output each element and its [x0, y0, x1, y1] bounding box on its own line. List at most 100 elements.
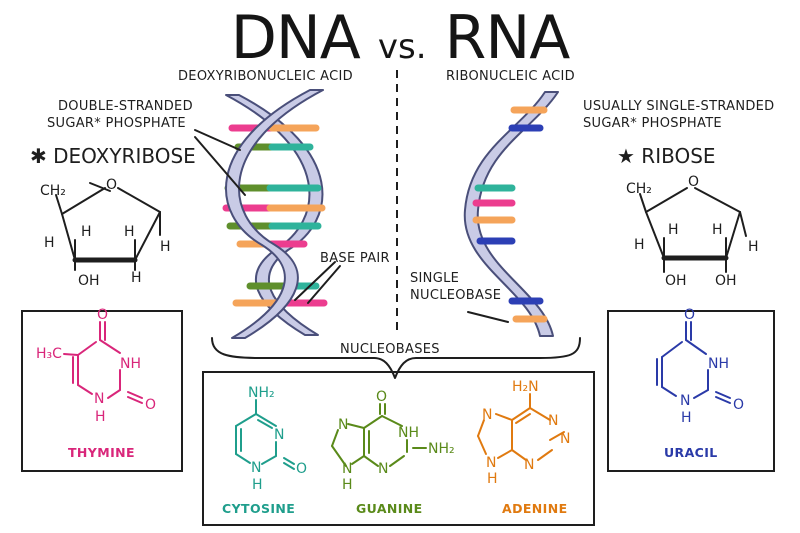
asterisk-icon: ✱ [30, 144, 47, 168]
bond [515, 413, 531, 424]
callout-lines [194, 129, 509, 323]
bond [549, 431, 565, 441]
adenine-name: ADENINE [502, 501, 568, 516]
adenine-n: N [548, 413, 559, 429]
adenine-structure [477, 393, 565, 461]
thymine-methyl: H₃C [36, 346, 62, 362]
cytosine-h: H [252, 477, 263, 493]
rna-backbone [463, 91, 559, 337]
rna-strand-note-line2: SUGAR* PHOSPHATE [583, 116, 722, 131]
deoxyribose-h: H [124, 224, 135, 240]
deoxyribose-ch2: CH₂ [40, 183, 66, 199]
bond [77, 341, 97, 356]
bond [363, 415, 383, 429]
bond [661, 341, 683, 358]
base-pair-pointer [294, 261, 336, 301]
single-nucleobase-label-line1: SINGLE [410, 271, 460, 286]
ribose-oh: OH [665, 273, 687, 289]
guanine-amine: NH₂ [428, 441, 455, 457]
star-icon: ★ [617, 144, 635, 168]
bond [497, 449, 513, 459]
bond [331, 445, 347, 467]
uracil-oxygen: O [733, 397, 745, 413]
thymine-n: N [94, 391, 105, 407]
deoxyribose-title: ✱ DEOXYRIBOSE [30, 146, 196, 166]
title-dna: DNA [230, 3, 361, 73]
bond [389, 455, 405, 467]
bond [63, 353, 79, 356]
deoxyribose-oxygen: O [106, 177, 118, 193]
ribose-oh: OH [715, 273, 737, 289]
deoxyribose-h: H [160, 239, 171, 255]
bond [117, 187, 161, 213]
uracil-box [607, 310, 775, 472]
nucleobase-pointer [467, 311, 509, 323]
bond [99, 339, 121, 354]
bond [89, 182, 111, 192]
bond [363, 455, 379, 467]
ribose-name: RIBOSE [641, 144, 716, 168]
deoxyribose-h: H [44, 235, 55, 251]
guanine-n: N [378, 461, 389, 477]
ribose-ch2: CH₂ [626, 181, 652, 197]
adenine-amine: H₂N [512, 379, 539, 395]
base-pair-label: BASE PAIR [320, 251, 390, 266]
rna-heading: RIBONUCLEIC ACID [446, 69, 575, 84]
bond [77, 384, 93, 395]
adenine-n: N [486, 455, 497, 471]
bond [661, 386, 677, 397]
bond [715, 391, 731, 399]
guanine-n: N [342, 461, 353, 477]
bond [477, 435, 487, 455]
guanine-n: N [338, 417, 349, 433]
cytosine-n: N [251, 460, 262, 476]
bond [739, 211, 747, 237]
bond [235, 453, 251, 464]
thymine-box [21, 310, 183, 472]
base-pair-pointer [307, 265, 341, 304]
ribose-oxygen: O [688, 174, 700, 190]
ribose-h: H [634, 237, 645, 253]
bond [127, 391, 143, 399]
bond [283, 462, 295, 470]
bond [694, 187, 741, 213]
cytosine-n: N [274, 427, 285, 443]
thymine-structure [63, 321, 143, 404]
uracil-h: H [718, 356, 730, 372]
thymine-h: H [95, 409, 106, 425]
uracil-n: N [680, 393, 691, 409]
guanine-name: GUANINE [356, 501, 423, 516]
thymine-nh: NH [120, 357, 141, 371]
uracil-structure [656, 321, 731, 404]
page-title: DNA vs. RNA [0, 6, 800, 79]
uracil-h: H [681, 410, 692, 426]
bond [477, 419, 485, 437]
deoxyribose-h: H [81, 224, 92, 240]
bond [351, 455, 365, 465]
deoxyribose-name: DEOXYRIBOSE [53, 144, 196, 168]
ribose-h: H [712, 222, 723, 238]
uracil-name: URACIL [664, 445, 718, 460]
bond [134, 211, 161, 261]
adenine-n: N [560, 431, 571, 447]
bond [529, 407, 551, 421]
dna-strand-note-line1: DOUBLE-STRANDED [58, 99, 193, 114]
bond [511, 407, 531, 421]
guanine-nh: NH [398, 425, 419, 441]
deoxyribose-structure [55, 182, 161, 271]
bond [639, 193, 647, 213]
thymine-name: THYMINE [68, 445, 135, 460]
bond [511, 449, 527, 461]
dna-strand-pointer [194, 136, 246, 196]
rna-strand [463, 91, 559, 337]
bond [725, 211, 741, 259]
adenine-n: N [482, 407, 493, 423]
guanine-structure [331, 403, 427, 467]
bond [235, 413, 257, 427]
bond [255, 413, 277, 427]
title-vs: vs. [377, 27, 427, 67]
thymine-oxygen: O [97, 307, 109, 323]
bond [61, 213, 76, 261]
